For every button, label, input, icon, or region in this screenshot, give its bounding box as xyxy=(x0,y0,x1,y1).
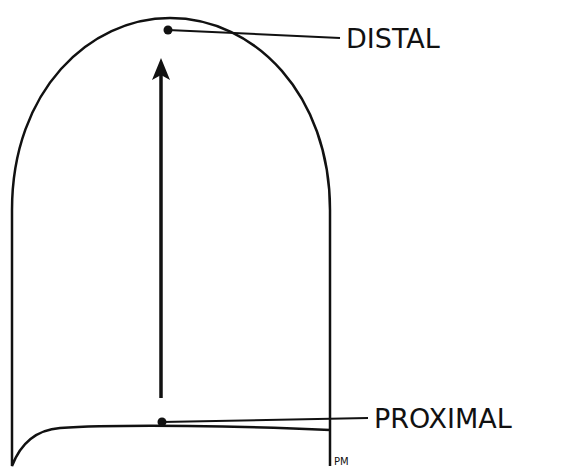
signature: PM xyxy=(334,457,349,467)
finger-outline xyxy=(12,18,330,466)
leader-line xyxy=(168,30,340,38)
part-label: PROXIMAL xyxy=(374,405,512,432)
direction-arrow xyxy=(159,72,163,398)
arrowhead xyxy=(152,58,170,80)
leader-line xyxy=(162,418,368,422)
part-label: DISTAL xyxy=(346,25,440,52)
